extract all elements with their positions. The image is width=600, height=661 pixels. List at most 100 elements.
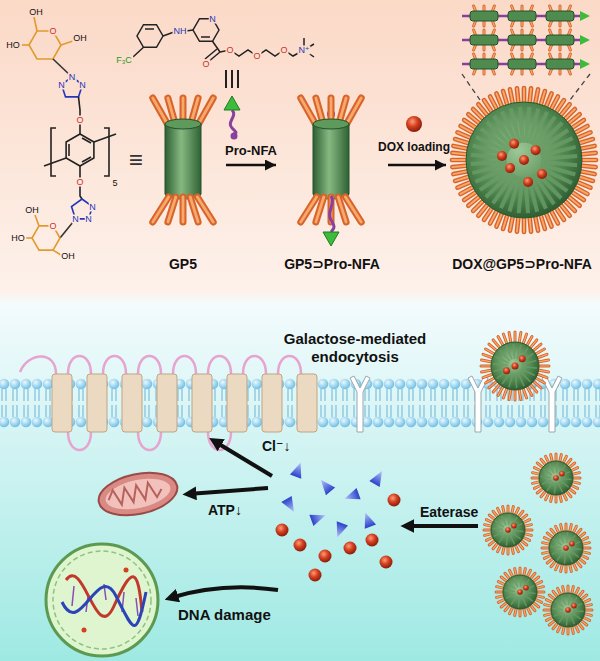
lipid-bilayer xyxy=(507,405,508,417)
micelle xyxy=(513,531,523,532)
nfa-structure xyxy=(205,49,217,59)
pillararene-icon xyxy=(197,197,213,222)
chloride-channel xyxy=(297,374,317,432)
micelle xyxy=(503,367,510,374)
micelle xyxy=(519,155,529,165)
micelle xyxy=(514,578,518,588)
micelle xyxy=(492,528,502,529)
lipid-bilayer xyxy=(142,379,153,390)
lipid-bilayer xyxy=(496,405,497,417)
lipid-bilayer xyxy=(588,389,589,401)
atom-label: OH xyxy=(60,252,76,261)
lipid-bilayer xyxy=(23,405,24,417)
micelle xyxy=(513,344,514,359)
micelle xyxy=(569,594,570,604)
lipid-bilayer xyxy=(423,405,424,417)
lipid-bilayer xyxy=(406,379,417,390)
lipid-bilayer xyxy=(111,405,112,417)
lipid-bilayer xyxy=(401,405,402,417)
micelle xyxy=(497,151,507,161)
lipid-bilayer xyxy=(340,379,351,390)
chloride-channel xyxy=(20,356,317,450)
micelle xyxy=(572,613,581,619)
nfa-molecule xyxy=(369,468,387,487)
lipid-bilayer xyxy=(522,405,523,417)
lipid-bilayer xyxy=(511,405,512,417)
micelle xyxy=(554,483,555,493)
lipid-bilayer xyxy=(214,405,215,417)
lipid-bilayer xyxy=(32,417,43,428)
pillararene-icon xyxy=(180,197,187,222)
atom-label: OH xyxy=(28,8,44,17)
lipid-bilayer xyxy=(516,417,527,428)
micelle xyxy=(509,514,510,524)
micelle xyxy=(523,585,529,591)
micelle xyxy=(531,145,541,155)
lipid-bilayer xyxy=(38,389,39,401)
lipid-bilayer xyxy=(485,405,486,417)
lipid-bilayer xyxy=(562,389,563,401)
pro-nfa-icon xyxy=(224,96,240,140)
lipid-bilayer xyxy=(577,389,578,401)
micelle xyxy=(550,546,560,547)
atom-label: O xyxy=(279,46,288,55)
lipid-bilayer xyxy=(384,379,395,390)
dox-molecule xyxy=(319,550,332,563)
lipid-bilayer xyxy=(571,417,582,428)
micelle xyxy=(560,481,569,487)
lipid-bilayer xyxy=(109,417,120,428)
micelle xyxy=(523,177,533,187)
chloride-channel xyxy=(262,374,282,432)
assembly-stack xyxy=(508,11,536,21)
lipid-bilayer xyxy=(494,417,505,428)
atom-label: N xyxy=(88,202,97,211)
assembly-stack xyxy=(470,59,498,69)
atom-label: ≡ xyxy=(128,148,144,172)
lipid-bilayer xyxy=(144,389,145,401)
arrow-label: DOX loading xyxy=(378,141,450,154)
micelle xyxy=(511,523,517,529)
lipid-bilayer xyxy=(368,389,369,401)
lipid-bilayer xyxy=(595,389,596,401)
nfa-structure xyxy=(201,36,210,38)
lipid-bilayer xyxy=(34,389,35,401)
process-arrow xyxy=(406,524,478,528)
process-arrow xyxy=(226,164,276,167)
figure-label: DOX@GP5⊃Pro-NFA xyxy=(452,256,592,272)
lipid-bilayer xyxy=(439,417,450,428)
pillararene-icon xyxy=(313,119,349,129)
lipid-bilayer xyxy=(489,405,490,417)
gp5-structure xyxy=(82,138,91,143)
lipid-bilayer xyxy=(45,405,46,417)
process-arrow xyxy=(188,488,268,494)
atom-label: N xyxy=(78,80,87,89)
lipid-bilayer xyxy=(78,389,79,401)
micelle xyxy=(518,373,524,387)
lipid-bilayer xyxy=(595,405,596,417)
assembly-stack xyxy=(580,35,590,45)
gp5-structure xyxy=(82,157,91,162)
pillararene-icon xyxy=(316,197,324,222)
arrow-label: Pro-NFA xyxy=(225,144,277,158)
micelle xyxy=(552,550,562,554)
micelle xyxy=(552,608,562,609)
lipid-bilayer xyxy=(177,389,178,401)
lipid-bilayer xyxy=(21,379,32,390)
assembly-stack xyxy=(462,6,590,74)
lipid-bilayer xyxy=(428,417,439,428)
lipid-bilayer xyxy=(291,405,292,417)
micelle xyxy=(561,479,571,480)
process-arrow xyxy=(388,164,446,167)
annotation-text: ATP↓ xyxy=(208,502,242,519)
nfa-structure xyxy=(133,19,314,62)
gp5-structure xyxy=(51,128,56,176)
lipid-bilayer xyxy=(324,389,325,401)
assembly-stack xyxy=(508,59,536,69)
micelle xyxy=(558,483,562,493)
lipid-bilayer xyxy=(188,389,189,401)
annotation-text: Eaterase xyxy=(420,504,478,521)
lipid-bilayer xyxy=(599,389,600,401)
dox-molecule xyxy=(380,556,393,569)
atom-label: HO xyxy=(5,41,21,50)
micelle xyxy=(506,346,512,360)
